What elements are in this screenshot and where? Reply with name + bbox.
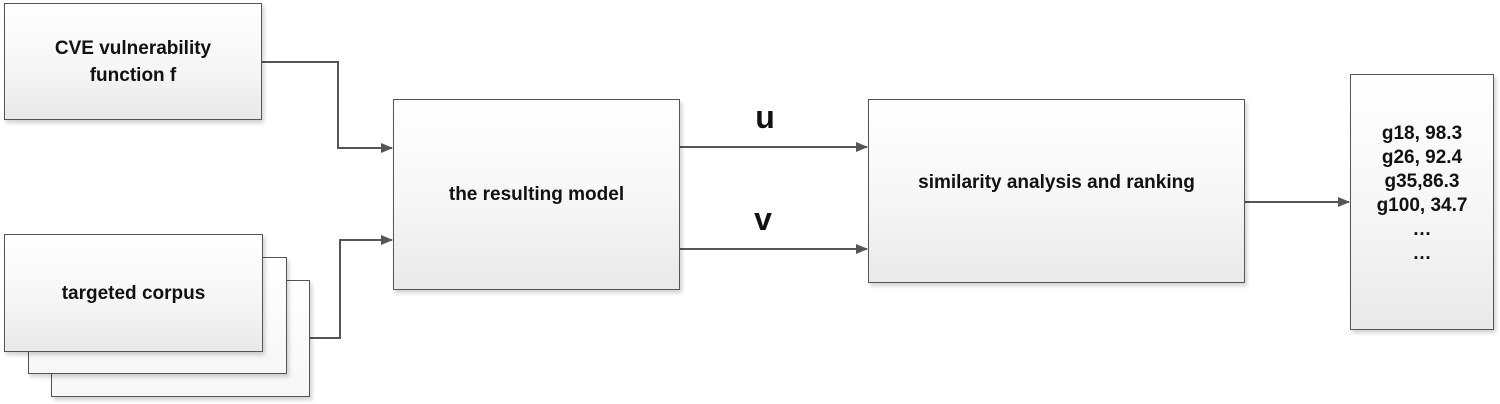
edge-v-label: v [754,201,772,237]
cve-function-node: CVE vulnerability function f [4,3,262,120]
result-ellipsis: … [1412,243,1432,264]
cve-function-line1: CVE vulnerability [54,37,212,59]
resulting-model-node: the resulting model [393,99,680,290]
edge-u-label: u [755,99,775,135]
edge-cve-to-model [262,61,393,153]
result-item: g18, 98.3 [1381,123,1463,144]
similarity-node: similarity analysis and ranking [868,99,1245,283]
result-item: g100, 34.7 [1376,195,1468,216]
result-ellipsis: … [1412,219,1432,240]
resulting-model-label: the resulting model [448,184,625,205]
targeted-corpus-label: targeted corpus [61,282,206,304]
targeted-corpus-node: targeted corpus [4,234,263,352]
cve-function-line2: function f [89,64,177,86]
results-node: g18, 98.3 g26, 92.4 g35,86.3 g100, 34.7 … [1350,74,1494,330]
result-item: g35,86.3 [1384,171,1460,192]
similarity-label: similarity analysis and ranking [918,171,1195,193]
edge-corpus-to-model [310,235,393,339]
result-item: g26, 92.4 [1381,147,1463,168]
